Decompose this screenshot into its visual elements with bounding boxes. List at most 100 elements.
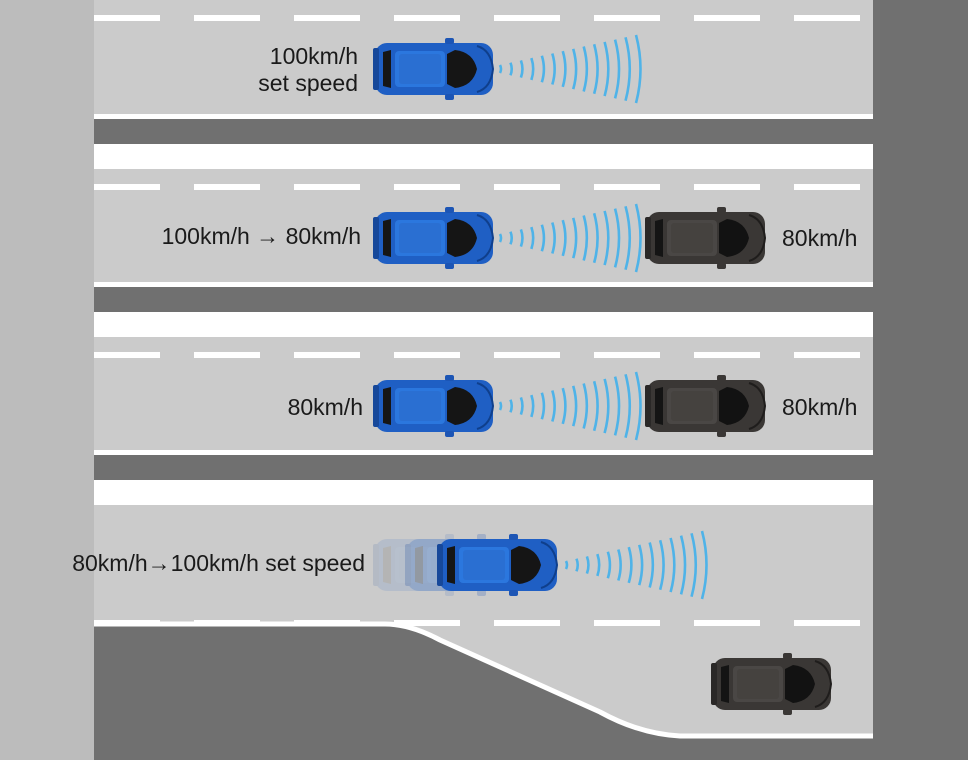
radar-arc <box>582 383 589 429</box>
radar-arc <box>509 62 514 76</box>
own-car <box>372 37 494 101</box>
own-speed-label-line2: set speed <box>258 70 358 96</box>
radar-arc <box>551 390 556 422</box>
radar-arc <box>582 46 589 92</box>
radar-arc <box>592 43 599 95</box>
radar-waves <box>498 34 642 104</box>
lane-dash <box>494 352 560 358</box>
radar-arc <box>519 228 524 248</box>
lane-dash <box>594 352 660 358</box>
lane-dash <box>94 15 160 21</box>
radar-waves <box>498 203 642 273</box>
radar-arc <box>700 530 708 600</box>
right-shoulder <box>873 0 968 760</box>
lane-dash <box>594 15 660 21</box>
radar-arc <box>571 385 578 427</box>
own-speed-label: 100km/h → 80km/h <box>162 223 361 249</box>
lane-dash <box>394 184 460 190</box>
radar-arc <box>509 399 514 413</box>
radar-arc <box>519 59 524 79</box>
radar-arc <box>540 55 546 83</box>
radar-arc <box>592 380 599 432</box>
radar-arc <box>498 401 503 411</box>
radar-arc <box>690 532 698 598</box>
radar-arc <box>648 542 655 588</box>
scene-decelerate: 100km/h → 80km/h 80km/h <box>94 169 873 337</box>
radar-waves <box>498 371 642 441</box>
radar-arc <box>603 210 610 266</box>
radar-arc <box>606 551 612 579</box>
lane-dash <box>794 352 860 358</box>
radar-arc <box>585 555 590 575</box>
radar-arc <box>596 553 601 577</box>
lane-dash <box>694 15 760 21</box>
radar-arc <box>658 539 665 591</box>
lane-dash <box>394 352 460 358</box>
radar-arc <box>571 217 578 259</box>
own-car <box>436 533 558 597</box>
exit-edge-line <box>94 621 873 739</box>
radar-arc <box>592 212 599 264</box>
radar-waves <box>564 530 708 600</box>
radar-arc <box>634 34 642 104</box>
radar-arc <box>634 371 642 441</box>
radar-arc <box>617 549 622 581</box>
radar-arc <box>561 219 567 257</box>
radar-arc <box>530 57 535 81</box>
radar-arc <box>551 53 556 85</box>
radar-arc <box>634 203 642 273</box>
lane-dash <box>594 184 660 190</box>
lane-dash <box>494 15 560 21</box>
own-speed-label: 100km/h <box>270 43 358 69</box>
radar-arc <box>603 378 610 434</box>
lead-speed-label: 80km/h <box>782 394 857 420</box>
lane-dash <box>94 352 160 358</box>
lane-dash <box>194 352 260 358</box>
lane-dash <box>394 620 460 626</box>
radar-arc <box>561 387 567 425</box>
own-car <box>372 374 494 438</box>
radar-arc <box>540 224 546 252</box>
radar-arc <box>603 41 610 97</box>
scene-set-speed: 100km/h set speed <box>94 0 873 169</box>
lane-dash <box>794 620 860 626</box>
lane-dash <box>494 184 560 190</box>
radar-arc <box>540 392 546 420</box>
radar-arc <box>679 535 687 595</box>
radar-arc <box>561 50 567 88</box>
radar-arc <box>637 544 644 586</box>
exit-shoulder <box>94 624 873 760</box>
radar-arc <box>519 396 524 416</box>
lane-dash <box>694 352 760 358</box>
radar-arc <box>530 394 535 418</box>
radar-arc <box>624 36 632 102</box>
lane-dash <box>94 184 160 190</box>
lane-dashes <box>94 184 860 190</box>
radar-arc <box>530 226 535 250</box>
lane-dashes <box>94 15 860 21</box>
lane-dash <box>194 184 260 190</box>
lane-dash <box>194 15 260 21</box>
radar-arc <box>509 231 514 245</box>
scene-follow: 80km/h 80km/h <box>94 337 873 505</box>
radar-arc <box>627 546 633 584</box>
radar-arc <box>613 208 621 268</box>
lead-car <box>644 374 766 438</box>
lane-dashes <box>94 352 860 358</box>
own-speed-label: 80km/h→100km/h set speed <box>72 550 365 576</box>
radar-arc <box>564 560 569 570</box>
radar-arc <box>498 64 503 74</box>
left-margin <box>0 0 94 760</box>
lane-dash <box>294 184 360 190</box>
radar-arc <box>613 39 621 99</box>
lane-dash <box>394 15 460 21</box>
radar-arc <box>551 222 556 254</box>
lane-dash <box>794 184 860 190</box>
own-speed-label: 80km/h <box>288 394 363 420</box>
radar-arc <box>571 48 578 90</box>
radar-arc <box>582 215 589 261</box>
lane-dash <box>694 184 760 190</box>
radar-arc <box>613 376 621 436</box>
radar-arc <box>669 537 676 593</box>
